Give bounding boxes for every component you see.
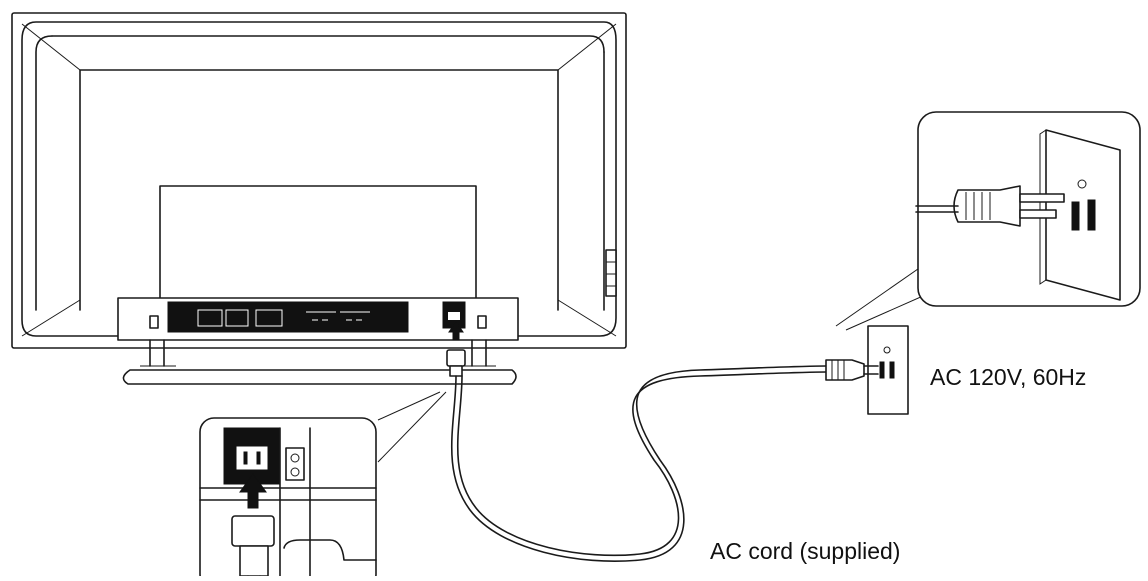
magnify-callout-outlet	[835, 111, 1141, 331]
ac-cord	[450, 365, 827, 563]
ac-wall-outlet-icon	[825, 325, 909, 415]
ac-plug-icon	[446, 349, 466, 377]
tv-rear-view	[11, 12, 627, 385]
power-spec-label: AC 120V, 60Hz	[930, 364, 1087, 390]
ac-cord-label: AC cord (supplied)	[710, 538, 901, 564]
magnify-callout-tv-inlet	[199, 391, 447, 581]
arrow-up-icon	[448, 321, 464, 341]
